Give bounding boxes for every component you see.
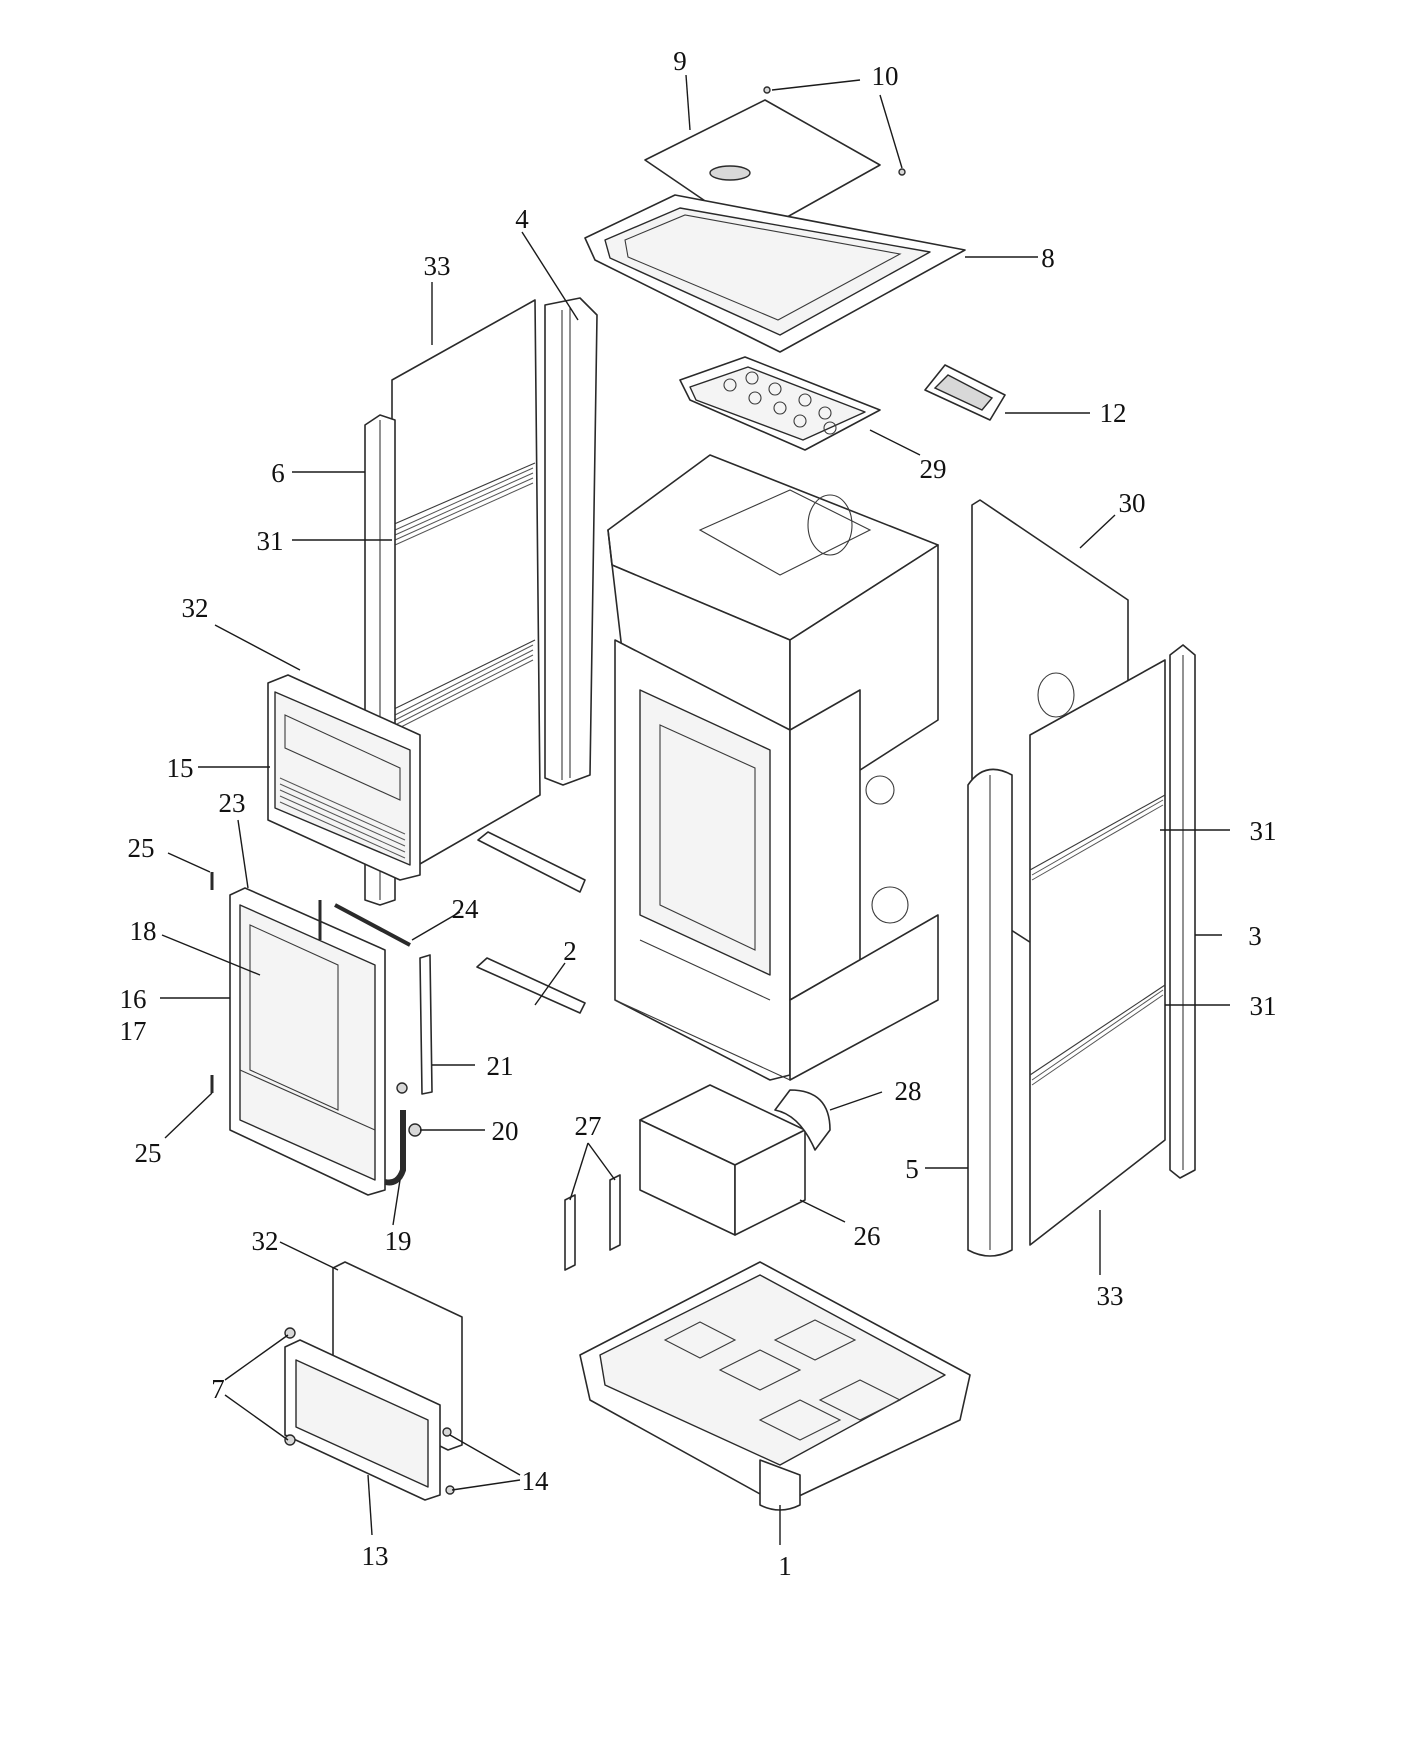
- callout-18: 18: [130, 916, 157, 946]
- part-door: [229, 887, 386, 1196]
- callout-27: 27: [575, 1111, 602, 1141]
- callout-31: 31: [1250, 816, 1277, 846]
- callout-29: 29: [920, 454, 947, 484]
- callout-19: 19: [385, 1226, 412, 1256]
- callout-21: 21: [487, 1051, 514, 1081]
- callout-9: 9: [673, 46, 687, 76]
- callout-28: 28: [895, 1076, 922, 1106]
- part-base: [579, 1261, 971, 1511]
- callout-16: 16: [120, 984, 147, 1014]
- callout-31: 31: [1250, 991, 1277, 1021]
- part-screws-10: [763, 86, 906, 176]
- callout-24: 24: [452, 894, 480, 924]
- part-side-panel-right: [1029, 659, 1166, 1246]
- callout-6: 6: [271, 458, 285, 488]
- callout-25: 25: [135, 1138, 162, 1168]
- callout-8: 8: [1041, 243, 1055, 273]
- part-main-body: [607, 454, 939, 1081]
- callout-33: 33: [424, 251, 451, 281]
- part-front-grille-panel: [267, 674, 421, 881]
- callout-32: 32: [182, 593, 209, 623]
- callout-4: 4: [515, 204, 529, 234]
- part-front-column-right: [967, 768, 1013, 1257]
- callout-2: 2: [563, 936, 577, 966]
- callout-7: 7: [211, 1374, 225, 1404]
- callout-15: 15: [167, 753, 194, 783]
- callout-32: 32: [252, 1226, 279, 1256]
- callout-20: 20: [492, 1116, 519, 1146]
- callout-17: 17: [120, 1016, 147, 1046]
- callout-26: 26: [854, 1221, 881, 1251]
- callout-30: 30: [1119, 488, 1146, 518]
- callout-5: 5: [905, 1154, 919, 1184]
- part-grate-tray: [679, 356, 881, 451]
- callout-10: 10: [872, 61, 899, 91]
- part-ash-box: [639, 1084, 806, 1236]
- callout-13: 13: [362, 1541, 389, 1571]
- part-side-panel-left: [391, 299, 541, 881]
- callout-labels: 9 10 8 4 33 12 29 6 31 30 32 15 31 23 25…: [120, 46, 1277, 1581]
- leader-lines: [160, 74, 1230, 1545]
- part-rear-column-right: [1169, 644, 1196, 1179]
- callout-1: 1: [778, 1551, 792, 1581]
- callout-31: 31: [257, 526, 284, 556]
- part-pipe-28: [774, 1089, 831, 1151]
- part-front-column: [544, 297, 598, 786]
- part-top-frame: [584, 194, 966, 353]
- part-handle-19: [384, 1110, 406, 1186]
- part-bracket-12: [924, 364, 1006, 421]
- part-hinge-20: [396, 1082, 422, 1137]
- callout-23: 23: [219, 788, 246, 818]
- callout-14: 14: [522, 1466, 550, 1496]
- part-clips-7: [284, 1327, 296, 1446]
- part-glass-frame-13: [284, 1339, 441, 1501]
- callout-25: 25: [128, 833, 155, 863]
- callout-33: 33: [1097, 1281, 1124, 1311]
- part-crossbar-upper: [477, 831, 586, 893]
- callout-12: 12: [1100, 398, 1127, 428]
- part-crossbar-2: [476, 957, 586, 1014]
- part-rod-24: [318, 900, 411, 947]
- callout-3: 3: [1248, 921, 1262, 951]
- part-strip-21: [419, 954, 433, 1095]
